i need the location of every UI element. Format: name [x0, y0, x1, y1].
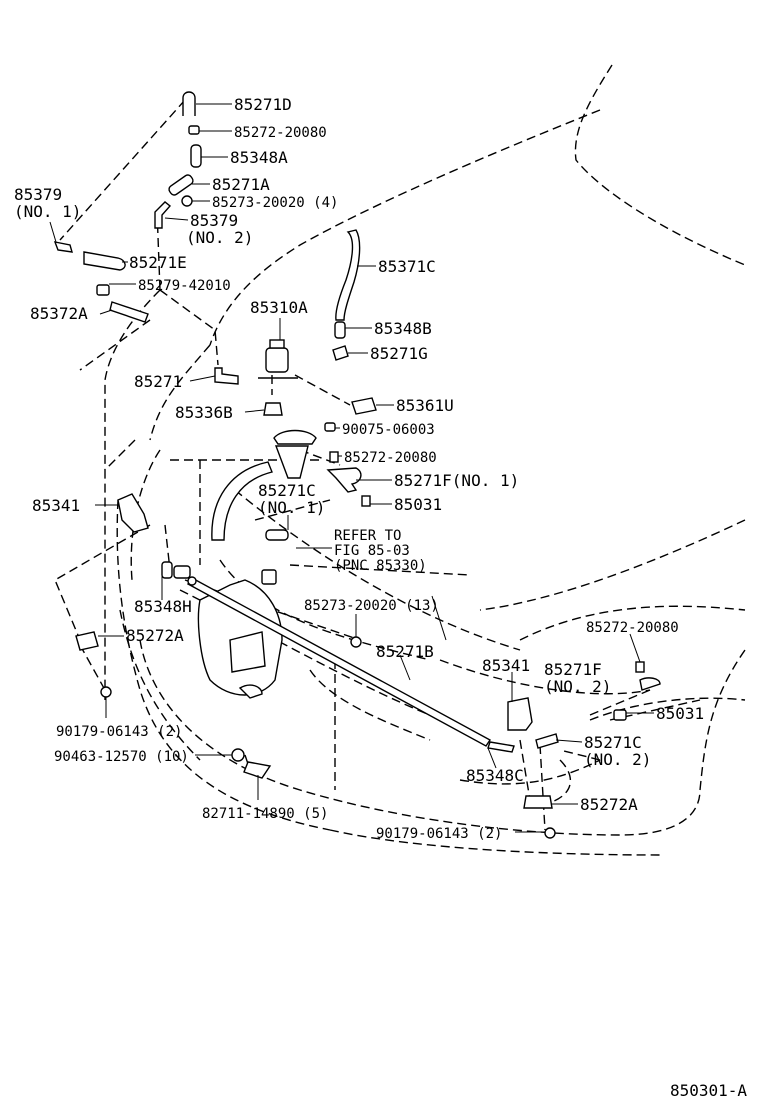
label-85310A: 85310A: [250, 298, 308, 317]
label-85279-42010: 85279-42010: [138, 278, 231, 294]
label-85271C-no1-part: 85271C: [258, 481, 316, 500]
label-fig-85-03: FIG 85-03: [334, 543, 410, 559]
label-85348C: 85348C: [466, 766, 524, 785]
parts: [53, 91, 661, 839]
leader-lines: [49, 103, 654, 833]
label-85273-20020-13: 85273-20020 (13): [304, 598, 439, 614]
label-85348B: 85348B: [374, 319, 432, 338]
label-85272A-left: 85272A: [126, 626, 184, 645]
label-85271D: 85271D: [234, 95, 292, 114]
label-85271B: 85271B: [376, 642, 434, 661]
label-85271C-no1-note: (NO. 1): [258, 498, 325, 517]
label-85272-20080-top: 85272-20080: [234, 125, 327, 141]
label-85348H: 85348H: [134, 597, 192, 616]
label-85379-no2-note: (NO. 2): [186, 228, 253, 247]
label-85348A: 85348A: [230, 148, 288, 167]
label-85271C-no2-part: 85271C: [584, 733, 642, 752]
label-85271F-no1: 85271F(NO. 1): [394, 471, 519, 490]
label-85336B: 85336B: [175, 403, 233, 422]
label-85271: 85271: [134, 372, 182, 391]
label-85341-left: 85341: [32, 496, 80, 515]
label-90179-06143-right: 90179-06143 (2): [376, 826, 502, 842]
label-85271F-no2-note: (NO. 2): [544, 677, 611, 696]
label-82711-14890: 82711-14890 (5): [202, 806, 328, 822]
label-85379-no1-part: 85379: [14, 185, 62, 204]
label-85272-20080-right: 85272-20080: [586, 620, 679, 636]
label-85273-20020-4: 85273-20020 (4): [212, 195, 338, 211]
label-90075-06003: 90075-06003: [342, 422, 435, 438]
label-90179-06143-left: 90179-06143 (2): [56, 724, 182, 740]
label-85361U: 85361U: [396, 396, 454, 415]
part-labels: 85271D 85272-20080 85348A 85271A 85273-2…: [14, 95, 704, 842]
label-85272-20080-mid: 85272-20080: [344, 450, 437, 466]
label-90463-12570: 90463-12570 (10): [54, 749, 189, 765]
label-85379-no1-note: (NO. 1): [14, 202, 81, 221]
label-85031-right: 85031: [656, 704, 704, 723]
label-refer-to: REFER TO: [334, 528, 401, 544]
label-85371C: 85371C: [378, 257, 436, 276]
label-85031-top: 85031: [394, 495, 442, 514]
label-85271E: 85271E: [129, 253, 187, 272]
label-85271G: 85271G: [370, 344, 428, 363]
label-85341-right: 85341: [482, 656, 530, 675]
label-pnc-85330: (PNC 85330): [334, 558, 427, 574]
label-85379-no2-part: 85379: [190, 211, 238, 230]
label-85271C-no2-note: (NO. 2): [584, 750, 651, 769]
label-85271A: 85271A: [212, 175, 270, 194]
diagram-id: 850301-A: [670, 1081, 747, 1100]
label-85272A-right: 85272A: [580, 795, 638, 814]
label-85372A: 85372A: [30, 304, 88, 323]
label-85271F-no2-part: 85271F: [544, 660, 602, 679]
